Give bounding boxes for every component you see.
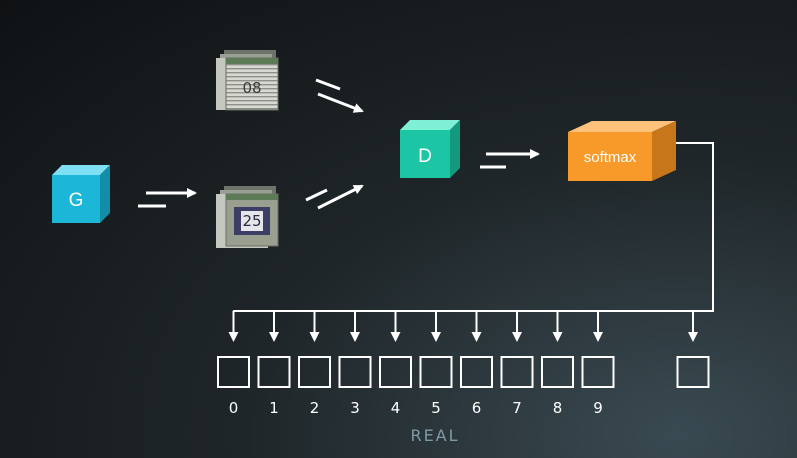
real-image: [225, 57, 279, 111]
output-box-0: [217, 356, 250, 388]
real-image-number: 08: [242, 79, 261, 97]
real-group-label: REAL: [410, 426, 459, 445]
output-box-4: [379, 356, 412, 388]
output-box-2: [298, 356, 331, 388]
output-drop-arrows: [228, 311, 698, 342]
discriminator-cube-face: [400, 130, 450, 178]
output-box-9: [581, 356, 615, 388]
output-class-label: 3: [350, 399, 360, 417]
generator-node: G: [52, 165, 110, 223]
output-box-real: [676, 356, 710, 388]
softmax-block-face: [568, 132, 652, 181]
discriminator-to-softmax-arrow: [480, 149, 540, 169]
generator-label: G: [69, 190, 84, 211]
real-image-stack: 08: [216, 50, 279, 111]
fake-to-discriminator-arrow: [305, 184, 364, 210]
fake-image-stack: 25: [216, 186, 279, 248]
output-box-6: [460, 356, 493, 388]
output-class-label: 5: [431, 399, 441, 417]
output-box-8: [541, 356, 574, 388]
softmax-label: softmax: [584, 149, 637, 166]
output-class-label: 0: [229, 399, 239, 417]
output-box-5: [419, 356, 453, 388]
output-connector: [233, 142, 714, 312]
real-to-discriminator-arrow: [315, 78, 364, 113]
output-class-label: 9: [593, 399, 603, 417]
output-box-1: [257, 356, 291, 388]
output-box-3: [338, 356, 372, 388]
softmax-node: softmax: [568, 121, 676, 181]
output-class-label: 2: [310, 399, 320, 417]
output-class-label: 6: [472, 399, 482, 417]
output-class-label: 1: [269, 399, 279, 417]
discriminator-label: D: [418, 146, 432, 167]
output-class-label: 8: [553, 399, 563, 417]
generator-cube-face: [52, 175, 100, 223]
output-class-label: 7: [512, 399, 522, 417]
output-boxes: [217, 356, 710, 388]
generator-to-image-arrow: [138, 188, 197, 208]
output-box-7: [500, 356, 534, 388]
fake-image-number: 25: [242, 212, 261, 230]
discriminator-node: D: [400, 120, 460, 178]
output-class-labels: 0 1 2 3 4 5 6 7 8 9: [229, 399, 603, 417]
output-class-label: 4: [391, 399, 401, 417]
